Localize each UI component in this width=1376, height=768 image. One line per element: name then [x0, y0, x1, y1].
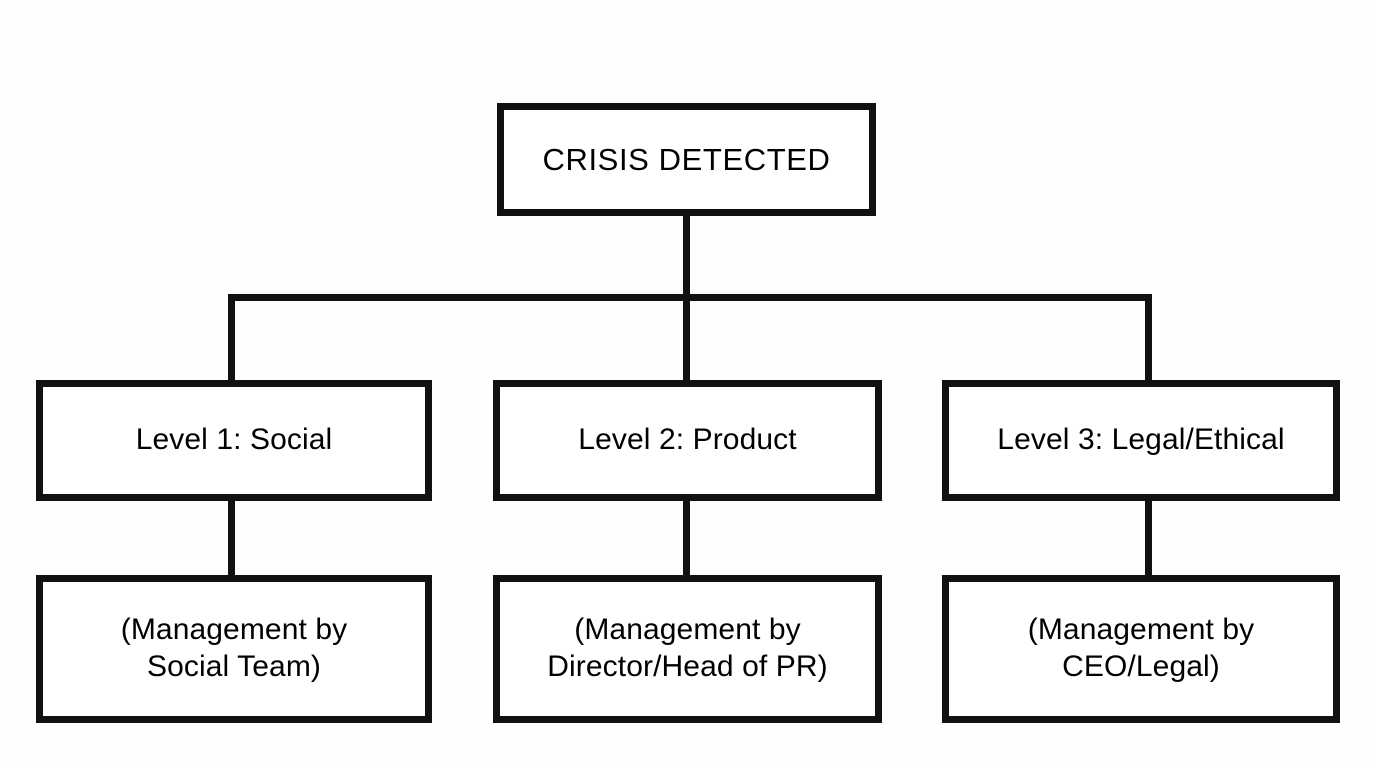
node-level-3-label: Level 3: Legal/Ethical — [997, 423, 1285, 457]
node-management-3-label: (Management by CEO/Legal) — [1027, 613, 1255, 683]
node-management-1[interactable]: (Management by Social Team) — [36, 575, 432, 723]
node-level-1-label: Level 1: Social — [135, 423, 333, 457]
node-level-2-label: Level 2: Product — [578, 423, 797, 457]
node-management-2-label: (Management by Director/Head of PR) — [547, 613, 828, 683]
connector-bus-to-level-2 — [683, 294, 690, 384]
connector-level-1-to-management-1 — [228, 497, 235, 579]
node-crisis-detected[interactable]: CRISIS DETECTED — [497, 103, 876, 216]
node-level-3[interactable]: Level 3: Legal/Ethical — [942, 380, 1340, 501]
connector-level-3-to-management-3 — [1145, 497, 1152, 579]
node-management-3[interactable]: (Management by CEO/Legal) — [942, 575, 1340, 723]
node-management-1-label: (Management by Social Team) — [120, 613, 348, 683]
connector-bus-to-level-1 — [228, 294, 235, 384]
connector-horizontal-bus — [228, 294, 1152, 301]
node-level-1[interactable]: Level 1: Social — [36, 380, 432, 501]
connector-root-to-bus — [683, 213, 690, 301]
node-management-2[interactable]: (Management by Director/Head of PR) — [493, 575, 882, 723]
connector-level-2-to-management-2 — [683, 497, 690, 579]
node-crisis-detected-label: CRISIS DETECTED — [542, 141, 831, 177]
node-level-2[interactable]: Level 2: Product — [493, 380, 882, 501]
connector-bus-to-level-3 — [1145, 294, 1152, 384]
